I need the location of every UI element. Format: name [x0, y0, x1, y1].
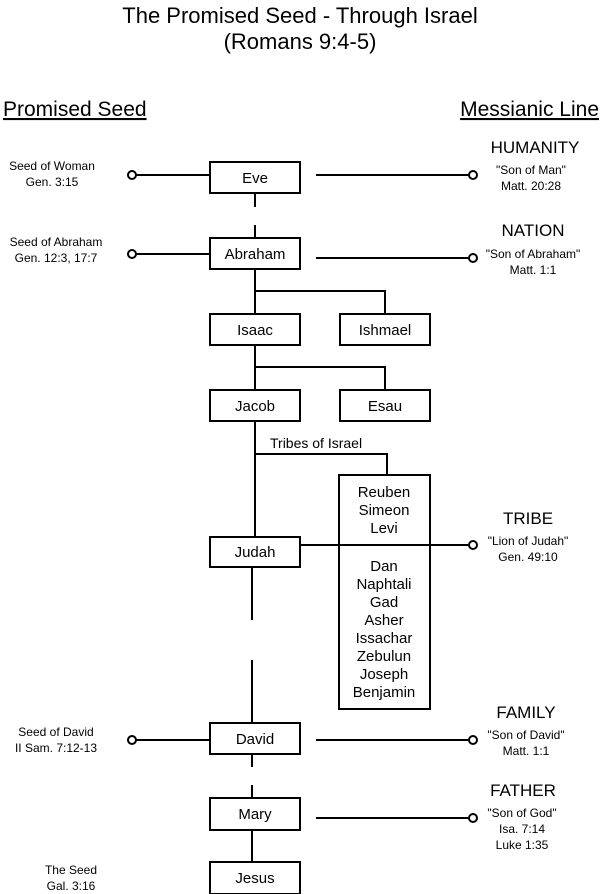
connector-dot: [468, 540, 478, 550]
right-note-label: HUMANITY: [491, 138, 580, 157]
connector-dot: [468, 735, 478, 745]
right-heading: Messianic Line: [460, 98, 599, 121]
left-note-text: Seed of Woman: [9, 159, 95, 173]
tribe-name: Simeon: [359, 502, 410, 519]
tribe-name: Naphtali: [356, 576, 411, 593]
tribe-name: Dan: [370, 558, 398, 575]
abraham-box: [209, 237, 301, 270]
jesus-box: [209, 861, 301, 894]
right-note-label: TRIBE: [503, 509, 553, 528]
jacob-box: [209, 389, 301, 422]
ishmael-branch-line: [255, 290, 386, 314]
right-note-ref: Gen. 49:10: [498, 550, 558, 564]
right-note-text: "Son of Man": [496, 163, 566, 177]
tribe-name: Asher: [364, 612, 403, 629]
node-abraham: Abraham: [225, 246, 286, 263]
tribe-name: Zebulun: [357, 648, 411, 665]
node-ishmael: Ishmael: [359, 322, 412, 339]
tribe-name: Joseph: [360, 666, 408, 683]
isaac-box: [209, 313, 301, 346]
right-note-label: NATION: [502, 221, 565, 240]
right-note-ref: Matt. 1:1: [503, 744, 550, 758]
esau-box: [339, 389, 431, 422]
ishmael-box: [339, 313, 431, 346]
node-eve: Eve: [242, 170, 268, 187]
left-heading: Promised Seed: [3, 98, 147, 121]
connector-dot: [468, 813, 478, 823]
left-note-text: Seed of David: [18, 725, 93, 739]
david-box: [209, 722, 301, 755]
node-jacob: Jacob: [235, 398, 275, 415]
node-david: David: [236, 731, 274, 748]
left-note-text: The Seed: [45, 863, 97, 877]
judah-box: [209, 536, 301, 568]
tribe-name: Reuben: [358, 484, 411, 501]
tribes-label: Tribes of Israel: [270, 435, 362, 451]
connector-dot: [127, 170, 137, 180]
right-note-label: FATHER: [490, 781, 556, 800]
node-judah: Judah: [235, 544, 276, 561]
right-note-text: "Lion of Judah": [488, 534, 569, 548]
eve-box: [209, 161, 301, 194]
left-note-ref: Gen. 3:15: [26, 175, 79, 189]
tribes-branch-line: [255, 453, 388, 475]
right-note-text: "Son of Abraham": [486, 247, 581, 261]
left-note-text: Seed of Abraham: [10, 235, 103, 249]
right-note-text: "Son of David": [487, 728, 564, 742]
right-note-ref: Isa. 7:14: [499, 822, 545, 836]
tribe-name: Gad: [370, 594, 398, 611]
right-note-text: "Son of God": [487, 806, 556, 820]
right-note-ref: Matt. 1:1: [510, 263, 557, 277]
right-note-ref: Luke 1:35: [496, 838, 549, 852]
right-note-ref: Matt. 20:28: [501, 179, 561, 193]
mary-box: [209, 797, 301, 831]
left-note-ref: Gen. 12:3, 17:7: [15, 251, 98, 265]
node-jesus: Jesus: [235, 870, 274, 887]
connector-dot: [127, 249, 137, 259]
connector-dot: [468, 253, 478, 263]
page-subtitle: (Romans 9:4-5): [224, 29, 377, 54]
right-note-label: FAMILY: [496, 703, 555, 722]
tribe-name: Levi: [370, 520, 398, 537]
left-note-ref: Gal. 3:16: [47, 879, 96, 893]
node-isaac: Isaac: [237, 322, 273, 339]
page-title: The Promised Seed - Through Israel: [122, 3, 477, 28]
left-note-ref: II Sam. 7:12-13: [15, 741, 97, 755]
connector-dot: [127, 735, 137, 745]
tribe-name: Benjamin: [353, 684, 416, 701]
esau-branch-line: [255, 366, 386, 390]
tribe-name: Issachar: [356, 630, 413, 647]
connector-dot: [468, 170, 478, 180]
tribes-box: [338, 474, 431, 710]
node-mary: Mary: [238, 806, 272, 823]
node-esau: Esau: [368, 398, 402, 415]
